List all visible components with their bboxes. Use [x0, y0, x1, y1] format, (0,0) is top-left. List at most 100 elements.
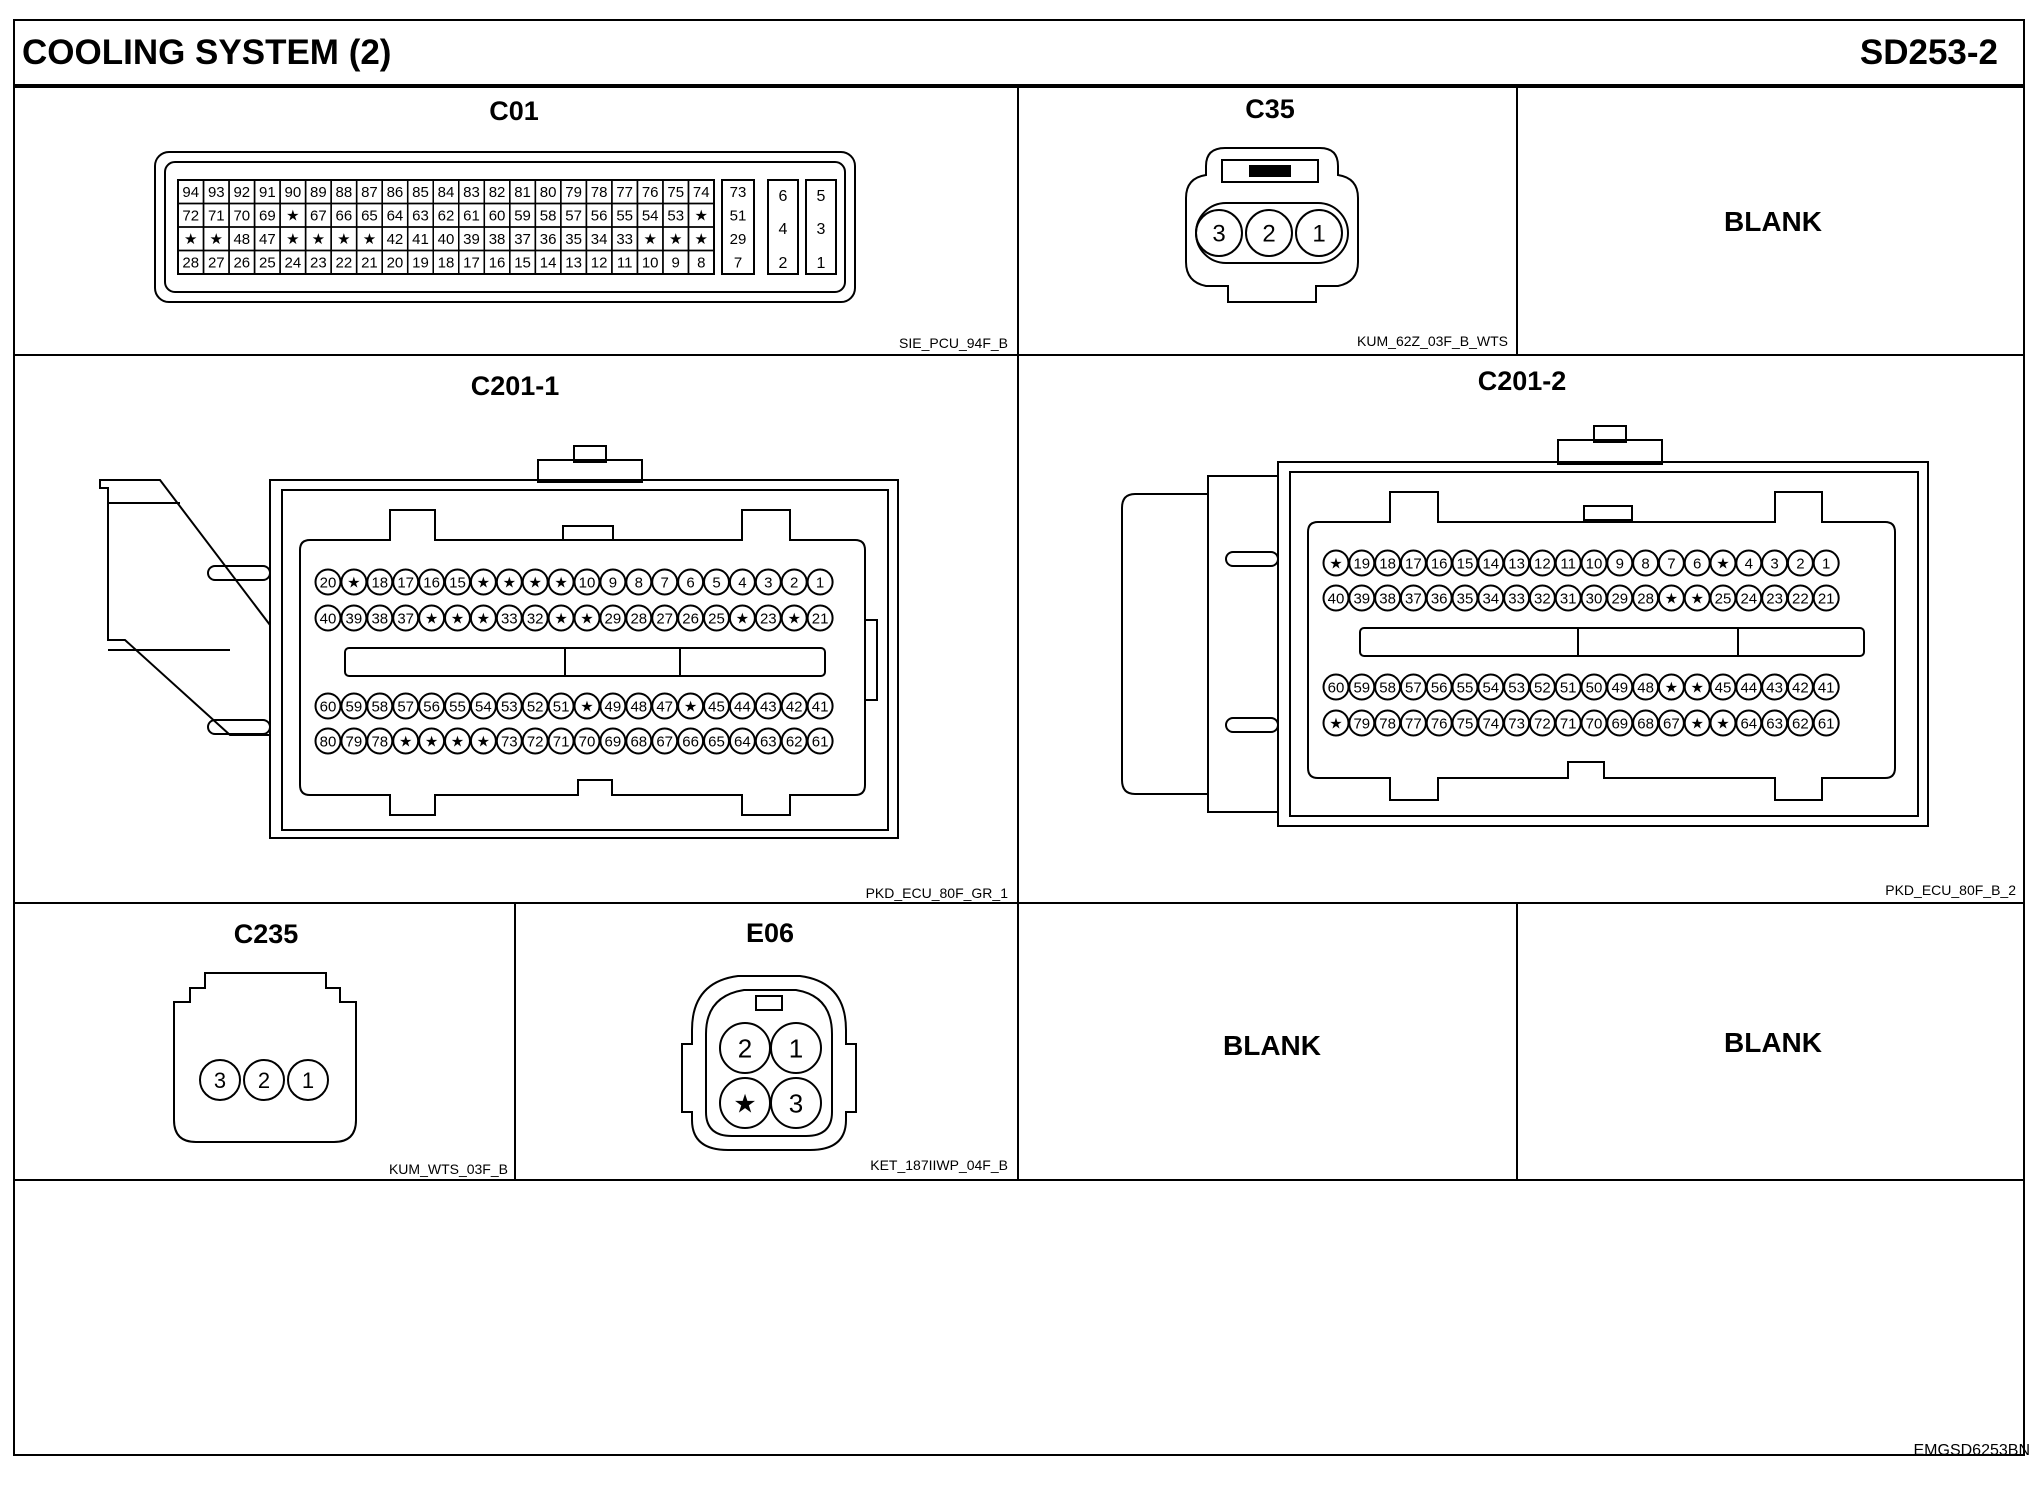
unused-pin-marker: ★ [425, 610, 438, 627]
pin-number: 77 [616, 184, 633, 201]
pin-number: 17 [397, 574, 414, 591]
pin-number: 68 [1637, 715, 1654, 732]
pin-number: 55 [616, 208, 633, 225]
pin-number: 66 [682, 733, 699, 750]
unused-pin-marker: ★ [477, 733, 490, 750]
pin-number: 16 [423, 574, 440, 591]
pin-number: 49 [605, 698, 622, 715]
unused-pin-marker: ★ [1690, 590, 1703, 607]
pin-number: 79 [1353, 715, 1370, 732]
pin-number: 15 [449, 574, 466, 591]
pin-number: 23 [310, 255, 327, 272]
blank-cell-bottom-middle: BLANK [1223, 1030, 1321, 1061]
unused-pin-marker: ★ [503, 574, 516, 591]
pin-number: 62 [786, 733, 803, 750]
pin-number: 88 [336, 184, 353, 201]
pin-number: 8 [1641, 555, 1649, 572]
pin-number: 17 [1405, 555, 1422, 572]
pin-number: 36 [540, 231, 557, 248]
pin-number: 64 [387, 208, 404, 225]
pin-number: 22 [336, 255, 353, 272]
pin-number: 39 [1353, 590, 1370, 607]
page-title: COOLING SYSTEM (2) [22, 33, 392, 72]
pin-number: 84 [438, 184, 455, 201]
pin-cavity [1812, 673, 1840, 701]
c235-label: C235 [234, 919, 299, 949]
pin-number: 42 [387, 231, 404, 248]
pin-number: 58 [1379, 679, 1396, 696]
pin-number: 61 [463, 208, 480, 225]
pin-number: 86 [387, 184, 404, 201]
pin-number: 2 [790, 574, 798, 591]
unused-pin-marker: ★ [669, 231, 682, 248]
pin-number: 3 [1770, 555, 1778, 572]
pin-number: 78 [371, 733, 388, 750]
pin-cavity [1812, 709, 1840, 737]
pin-number: 10 [1586, 555, 1603, 572]
pin-number: 40 [1328, 590, 1345, 607]
pin-number: 23 [760, 610, 777, 627]
unused-pin-marker: ★ [580, 698, 593, 715]
pin-number: 54 [642, 208, 659, 225]
unused-pin-marker: ★ [580, 610, 593, 627]
pin-number: 53 [667, 208, 684, 225]
blank-cell-bottom-right: BLANK [1724, 1027, 1822, 1058]
unused-pin-marker: ★ [1716, 715, 1729, 732]
unused-pin-marker: ★ [554, 574, 567, 591]
pin-number: 10 [642, 255, 659, 272]
pin-number: 6 [686, 574, 694, 591]
pin-number: 16 [1431, 555, 1448, 572]
pin-number: 29 [730, 231, 747, 248]
pin-number: 61 [812, 733, 829, 750]
pin-number: 63 [1766, 715, 1783, 732]
pin-number: 70 [1586, 715, 1603, 732]
pin-number: 1 [817, 255, 826, 272]
c35-label: C35 [1245, 94, 1295, 124]
c01-part-number: SIE_PCU_94F_B [899, 335, 1008, 351]
pin-number: 26 [233, 255, 250, 272]
pin-number: 52 [527, 698, 544, 715]
pin-number: 78 [1379, 715, 1396, 732]
pin-number: 26 [682, 610, 699, 627]
pin-number: 59 [514, 208, 531, 225]
blank-cell-top-right: BLANK [1724, 206, 1822, 237]
pin-number: 67 [310, 208, 327, 225]
pin-number: 91 [259, 184, 276, 201]
pin-number: 66 [336, 208, 353, 225]
c201-2-part-number: PKD_ECU_80F_B_2 [1885, 882, 2016, 898]
c201-1-label: C201-1 [471, 371, 560, 401]
unused-pin-marker: ★ [451, 733, 464, 750]
pin-number: 74 [1482, 715, 1499, 732]
pin-number: 64 [734, 733, 751, 750]
pin-number: 71 [208, 208, 225, 225]
pin-number: 80 [540, 184, 557, 201]
pin-number: 18 [1379, 555, 1396, 572]
pin-number: 20 [320, 574, 337, 591]
pin-cavity [199, 1059, 241, 1101]
c235-part-number: KUM_WTS_03F_B [389, 1161, 508, 1177]
pin-number: 73 [730, 184, 747, 201]
pin-number: 19 [1353, 555, 1370, 572]
pin-number: 2 [258, 1068, 270, 1093]
pin-number: 25 [708, 610, 725, 627]
pin-number: 34 [591, 231, 608, 248]
pin-number: 41 [412, 231, 429, 248]
pin-number: 93 [208, 184, 225, 201]
pin-number: 85 [412, 184, 429, 201]
pin-cavity [1295, 209, 1343, 257]
pin-number: 3 [817, 221, 826, 238]
pin-number: 57 [1405, 679, 1422, 696]
pin-number: 24 [1740, 590, 1757, 607]
pin-number: 38 [371, 610, 388, 627]
pin-number: 9 [1616, 555, 1624, 572]
pin-number: 38 [489, 231, 506, 248]
pin-number: 29 [605, 610, 622, 627]
pin-number: 41 [1818, 679, 1835, 696]
pin-number: 71 [553, 733, 570, 750]
pin-number: 53 [501, 698, 518, 715]
pin-number: 64 [1740, 715, 1757, 732]
